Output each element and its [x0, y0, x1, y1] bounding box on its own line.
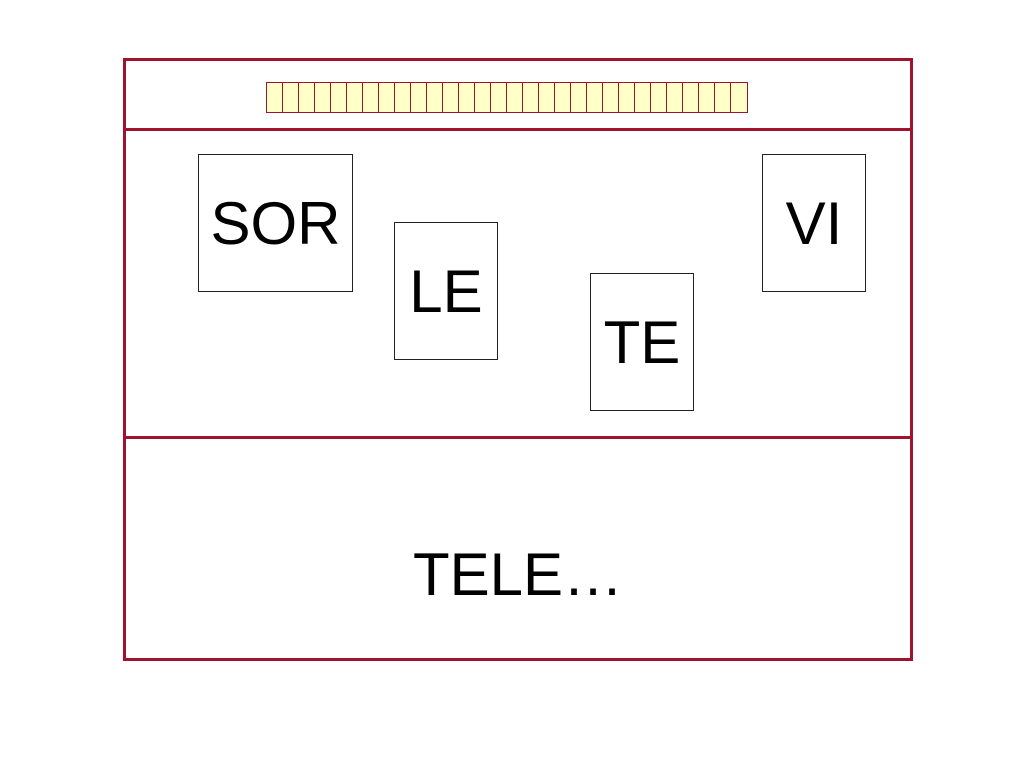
syllable-tile-label: SOR: [210, 190, 341, 257]
letter-cell: [379, 83, 395, 112]
letter-cell: [443, 83, 459, 112]
puzzle-frame: SOR LE TE VI TELE…: [123, 58, 913, 661]
letter-cell: [475, 83, 491, 112]
letter-cell: [539, 83, 555, 112]
letter-cell: [715, 83, 731, 112]
letter-cell: [555, 83, 571, 112]
letter-cell: [267, 83, 283, 112]
letter-cell: [683, 83, 699, 112]
syllable-tile-le[interactable]: LE: [394, 222, 498, 360]
answer-text: TELE…: [412, 541, 624, 608]
syllable-tile-sor[interactable]: SOR: [198, 154, 353, 292]
letter-cell: [283, 83, 299, 112]
letter-cell: [411, 83, 427, 112]
letter-cell: [635, 83, 651, 112]
letter-cell: [331, 83, 347, 112]
top-band: [126, 61, 910, 131]
letter-cell: [699, 83, 715, 112]
letter-cell: [395, 83, 411, 112]
syllable-tile-vi[interactable]: VI: [762, 154, 866, 292]
letter-cell: [619, 83, 635, 112]
answer-area: TELE…: [126, 439, 910, 658]
letter-cell: [523, 83, 539, 112]
letter-cell: [299, 83, 315, 112]
syllable-tile-label: TE: [603, 309, 681, 376]
letter-cell: [731, 83, 747, 112]
letter-cell: [315, 83, 331, 112]
syllable-tile-label: LE: [409, 258, 483, 325]
letter-cell: [651, 83, 667, 112]
letter-cell: [459, 83, 475, 112]
letter-cell: [571, 83, 587, 112]
syllable-tile-label: VI: [785, 190, 843, 257]
syllable-tile-te[interactable]: TE: [590, 273, 694, 411]
letter-cell: [603, 83, 619, 112]
letter-cell: [427, 83, 443, 112]
letter-cell: [491, 83, 507, 112]
letter-cell: [363, 83, 379, 112]
letter-cells-strip: [266, 82, 748, 113]
syllable-tiles-area: SOR LE TE VI: [126, 131, 910, 439]
letter-cell: [347, 83, 363, 112]
letter-cell: [667, 83, 683, 112]
letter-cell: [587, 83, 603, 112]
letter-cell: [507, 83, 523, 112]
